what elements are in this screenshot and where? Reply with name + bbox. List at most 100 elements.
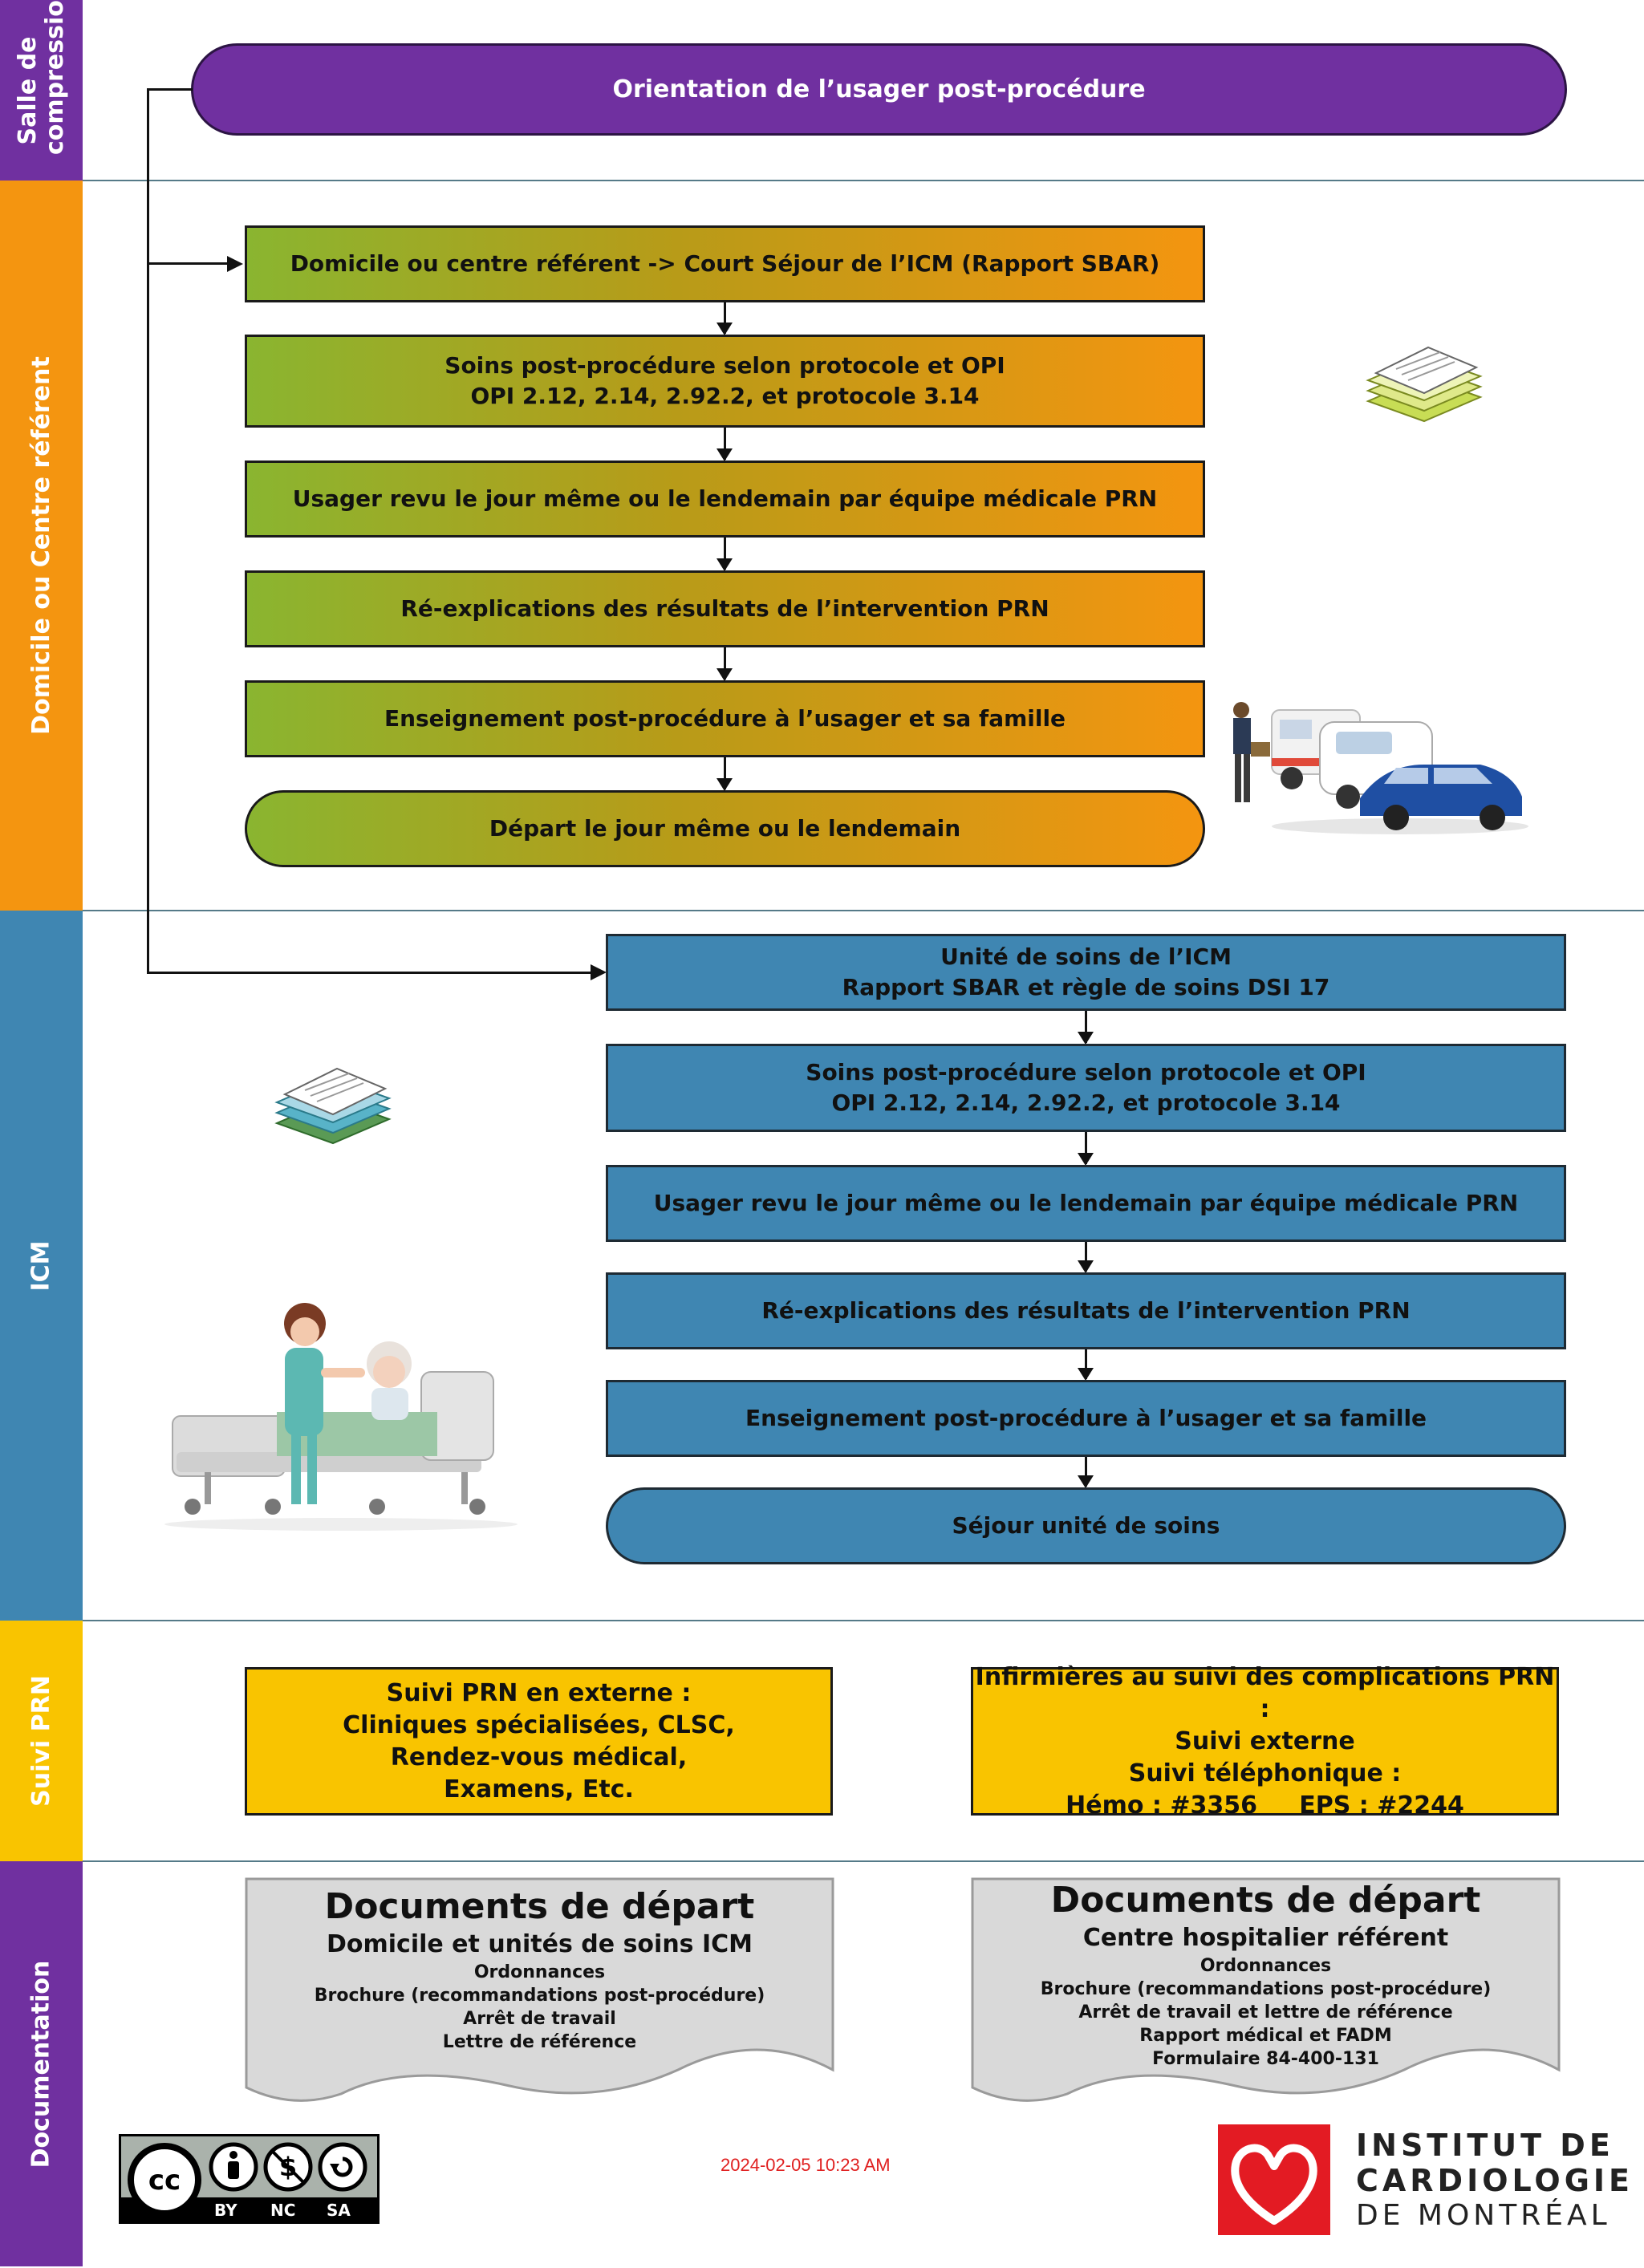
documents-left-subtitle: Domicile et unités de soins ICM [326, 1930, 753, 1958]
documents-stack-icon [1366, 346, 1483, 423]
domicile-step-4-label: Ré-explications des résultats de l’inter… [400, 595, 1049, 622]
suivi-right-line-1: Infirmières au suivi des complications P… [975, 1662, 1555, 1723]
flow-arrow [1078, 1349, 1094, 1381]
documents-right-item: Ordonnances [1200, 1956, 1332, 1976]
institute-line-1: INSTITUT DE [1356, 2128, 1614, 2163]
documents-left-title: Documents de départ [324, 1886, 755, 1927]
flow-arrow [716, 302, 733, 335]
timestamp: 2024-02-05 10:23 AM [721, 2155, 891, 2175]
suivi-right-line-3: Suivi téléphonique : [1128, 1759, 1402, 1787]
documents-right-item: Rapport médical et FADM [1139, 2026, 1392, 2046]
domicile-step-3-label: Usager revu le jour même ou le lendemain… [292, 485, 1158, 512]
connector-line [147, 262, 227, 265]
flow-arrow [716, 647, 733, 681]
domicile-step-5: Enseignement post-procédure à l’usager e… [245, 680, 1205, 757]
connector-line [147, 972, 592, 974]
icm-step-5: Enseignement post-procédure à l’usager e… [606, 1380, 1566, 1457]
cc-logo-text: cc [148, 2165, 181, 2197]
suivi-left-line-1: Suivi PRN en externe : [386, 1678, 692, 1707]
arrow-head [227, 256, 243, 272]
domicile-step-2: Soins post-procédure selon protocole et … [245, 335, 1205, 428]
icm-step-3: Usager revu le jour même ou le lendemain… [606, 1165, 1566, 1242]
flow-arrow [1078, 1011, 1094, 1045]
connector-line [147, 88, 149, 973]
lane-divider [83, 1860, 1644, 1862]
suivi-left-line-2: Cliniques spécialisées, CLSC, [343, 1710, 735, 1739]
lane-salle-de-compression: Salle de compression [0, 0, 83, 182]
icm-step-1-line-1: Unité de soins de l’ICM [940, 943, 1232, 970]
cc-license-badge: cc $ BY NC SA [119, 2134, 380, 2224]
by-attribution-icon [209, 2142, 258, 2192]
arrow-head [591, 964, 607, 980]
icm-step-2-line-1: Soins post-procédure selon protocole et … [806, 1059, 1366, 1085]
lane-divider [83, 1620, 1644, 1621]
domicile-step-3: Usager revu le jour même ou le lendemain… [245, 460, 1205, 538]
orientation-box: Orientation de l’usager post-procédure [191, 43, 1567, 136]
domicile-step-4: Ré-explications des résultats de l’inter… [245, 570, 1205, 647]
domicile-step-2-line-1: Soins post-procédure selon protocole et … [444, 352, 1005, 379]
suivi-left-line-3: Rendez-vous médical, [390, 1743, 688, 1771]
icm-step-2: Soins post-procédure selon protocole et … [606, 1044, 1566, 1132]
icm-step-3-label: Usager revu le jour même ou le lendemain… [653, 1190, 1519, 1216]
lane-icm: ICM [0, 911, 83, 1622]
suivi-right-line-4: Hémo : #3356 EPS : #2244 [1066, 1791, 1464, 1820]
lane-label-domicile: Domicile ou Centre référent [26, 356, 55, 735]
icm-step-6: Séjour unité de soins [606, 1487, 1566, 1564]
flow-arrow [1078, 1457, 1094, 1488]
flow-arrow [716, 538, 733, 571]
vehicles-illustration [1233, 702, 1528, 834]
lane-divider [83, 180, 1644, 181]
documents-left-text: Documents de départ Domicile et unités d… [245, 1885, 834, 2054]
domicile-step-6-label: Départ le jour même ou le lendemain [489, 815, 961, 842]
documents-stack-icon [274, 1067, 392, 1145]
documents-left: Documents de départ Domicile et unités d… [245, 1877, 834, 2106]
icm-step-6-label: Séjour unité de soins [952, 1512, 1220, 1539]
icm-step-2-line-2: OPI 2.12, 2.14, 2.92.2, et protocole 3.1… [831, 1089, 1341, 1116]
lane-label-suivi: Suivi PRN [26, 1675, 55, 1807]
flow-arrow [1078, 1242, 1094, 1273]
cc-by-label: BY [214, 2201, 237, 2220]
documents-left-item: Brochure (recommandations post-procédure… [314, 1986, 765, 2006]
lane-domicile: Domicile ou Centre référent [0, 181, 83, 912]
domicile-step-6: Départ le jour même ou le lendemain [245, 790, 1205, 867]
suivi-left-line-4: Examens, Etc. [444, 1775, 634, 1803]
document-shape [971, 1877, 1561, 2102]
icm-step-4: Ré-explications des résultats de l’inter… [606, 1272, 1566, 1349]
domicile-step-5-label: Enseignement post-procédure à l’usager e… [384, 705, 1066, 732]
domicile-step-1-label: Domicile ou centre référent -> Court Séj… [290, 250, 1160, 277]
documents-right-text: Documents de départ Centre hospitalier r… [971, 1879, 1561, 2071]
documents-right-item: Arrêt de travail et lettre de référence [1078, 2002, 1453, 2023]
lane-divider [83, 910, 1644, 911]
suivi-externe-box: Suivi PRN en externe : Cliniques spécial… [245, 1667, 833, 1816]
flow-arrow [1078, 1132, 1094, 1166]
icm-step-5-label: Enseignement post-procédure à l’usager e… [745, 1405, 1427, 1431]
cc-sa-label: SA [327, 2201, 351, 2220]
nc-noncommercial-icon: $ [263, 2142, 313, 2192]
flow-arrow [716, 428, 733, 461]
institute-line-3: DE MONTRÉAL [1356, 2199, 1611, 2232]
connector-line [147, 88, 193, 91]
documents-right-title: Documents de départ [1050, 1880, 1481, 1921]
orientation-label: Orientation de l’usager post-procédure [612, 75, 1146, 103]
icm-step-4-label: Ré-explications des résultats de l’inter… [761, 1297, 1411, 1324]
institute-line-2: CARDIOLOGIE [1356, 2163, 1634, 2198]
lane-label-documentation: Documentation [26, 1960, 55, 2168]
documents-right-item: Formulaire 84-400-131 [1152, 2049, 1379, 2069]
document-shape [245, 1877, 834, 2102]
institute-name: INSTITUT DE CARDIOLOGIE DE MONTRÉAL [1356, 2128, 1634, 2234]
lane-label-salle: Salle de compression [13, 0, 69, 155]
documents-left-item: Lettre de référence [442, 2032, 637, 2052]
icm-step-1: Unité de soins de l’ICM Rapport SBAR et … [606, 934, 1566, 1011]
flow-arrow [716, 757, 733, 791]
documents-right-item: Brochure (recommandations post-procédure… [1040, 1979, 1492, 1999]
suivi-complications-box: Infirmières au suivi des complications P… [971, 1663, 1559, 1820]
domicile-step-1: Domicile ou centre référent -> Court Séj… [245, 225, 1205, 302]
documents-left-item: Arrêt de travail [463, 2009, 616, 2029]
lane-label-icm: ICM [26, 1239, 55, 1292]
sa-sharealike-icon [318, 2142, 367, 2192]
heart-logo-icon [1218, 2124, 1330, 2235]
cc-nc-label: NC [270, 2201, 296, 2220]
cc-logo-icon: cc [128, 2143, 201, 2217]
lane-suivi-prn: Suivi PRN [0, 1621, 83, 1863]
documents-left-item: Ordonnances [473, 1962, 606, 1982]
